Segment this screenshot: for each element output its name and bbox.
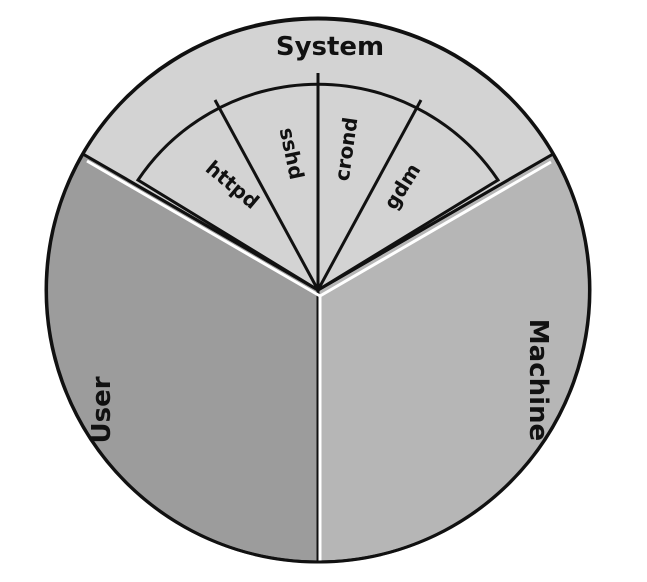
user-label: User: [87, 376, 117, 443]
sector-separators: [86, 159, 552, 562]
machine-label: Machine: [523, 319, 553, 441]
outer-circle: [44, 16, 592, 564]
divider-crond-gdm: [316, 99, 423, 291]
system-label: System: [276, 32, 384, 62]
divider-httpd-sshd: [213, 99, 320, 291]
